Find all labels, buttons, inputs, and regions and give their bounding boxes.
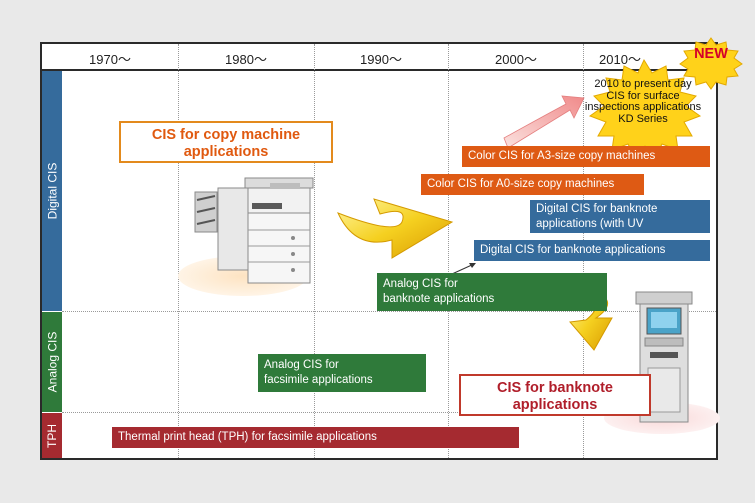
bar-label: banknote applications	[383, 293, 495, 305]
bar-label: Analog CIS for	[383, 278, 458, 290]
year-label-2000: 2000〜	[495, 52, 537, 67]
category-label: TPH	[45, 423, 59, 448]
bar-digital-cis-banknote-uv: Digital CIS for banknote applications (w…	[530, 200, 710, 245]
grid-line	[314, 44, 315, 458]
callout-line: CIS for copy machine	[151, 127, 301, 143]
bar-digital-cis-banknote: Digital CIS for banknote applications	[474, 240, 710, 261]
burst-line: CIS for surface	[606, 89, 680, 102]
bar-color-cis-a3: Color CIS for A3-size copy machines	[462, 146, 710, 167]
bar-color-cis-a0: Color CIS for A0-size copy machines	[421, 174, 644, 195]
bar-label: Color CIS for A0-size copy machines	[427, 178, 615, 190]
kd-series-burst-text: 2010 to present day CIS for surface insp…	[578, 78, 708, 125]
year-label-1980: 1980〜	[225, 52, 267, 67]
category-analog-cis: Analog CIS	[42, 312, 62, 412]
callout-banknote: CIS for banknote applications	[459, 374, 651, 416]
callout-line: applications	[512, 397, 598, 413]
bar-label: facsimile applications	[264, 374, 373, 386]
bar-analog-cis-banknote: Analog CIS for banknote applications	[377, 273, 607, 311]
bar-label: Analog CIS for	[264, 359, 339, 371]
category-tph: TPH	[42, 413, 62, 458]
bar-label: Thermal print head (TPH) for facsimile a…	[118, 431, 377, 443]
new-badge-label: NEW	[694, 46, 728, 62]
category-label: Digital CIS	[45, 162, 59, 220]
bar-label: Digital CIS for banknote	[536, 203, 658, 215]
grid-line	[178, 44, 179, 458]
callout-line: CIS for banknote	[496, 380, 613, 396]
callout-line: applications	[183, 144, 269, 160]
category-digital-cis: Digital CIS	[42, 71, 62, 311]
year-label-2010: 2010〜	[599, 52, 641, 67]
bar-label: Color CIS for A3-size copy machines	[468, 150, 656, 162]
grid-line	[448, 44, 449, 458]
burst-line: KD Series	[618, 112, 668, 125]
year-label-1970: 1970〜	[89, 52, 131, 67]
bar-thermal-print-head: Thermal print head (TPH) for facsimile a…	[112, 427, 519, 448]
burst-line: inspections applications	[584, 101, 702, 113]
grid-line	[62, 311, 716, 312]
grid-line	[62, 412, 716, 413]
callout-copy-machine: CIS for copy machine applications	[119, 121, 333, 163]
bar-label: Digital CIS for banknote applications	[480, 244, 666, 256]
category-label: Analog CIS	[45, 331, 60, 393]
new-badge: NEW	[668, 38, 754, 72]
bar-analog-cis-facsimile: Analog CIS for facsimile applications	[258, 354, 426, 392]
year-label-1990: 1990〜	[360, 52, 402, 67]
burst-line: 2010 to present day	[594, 78, 692, 90]
